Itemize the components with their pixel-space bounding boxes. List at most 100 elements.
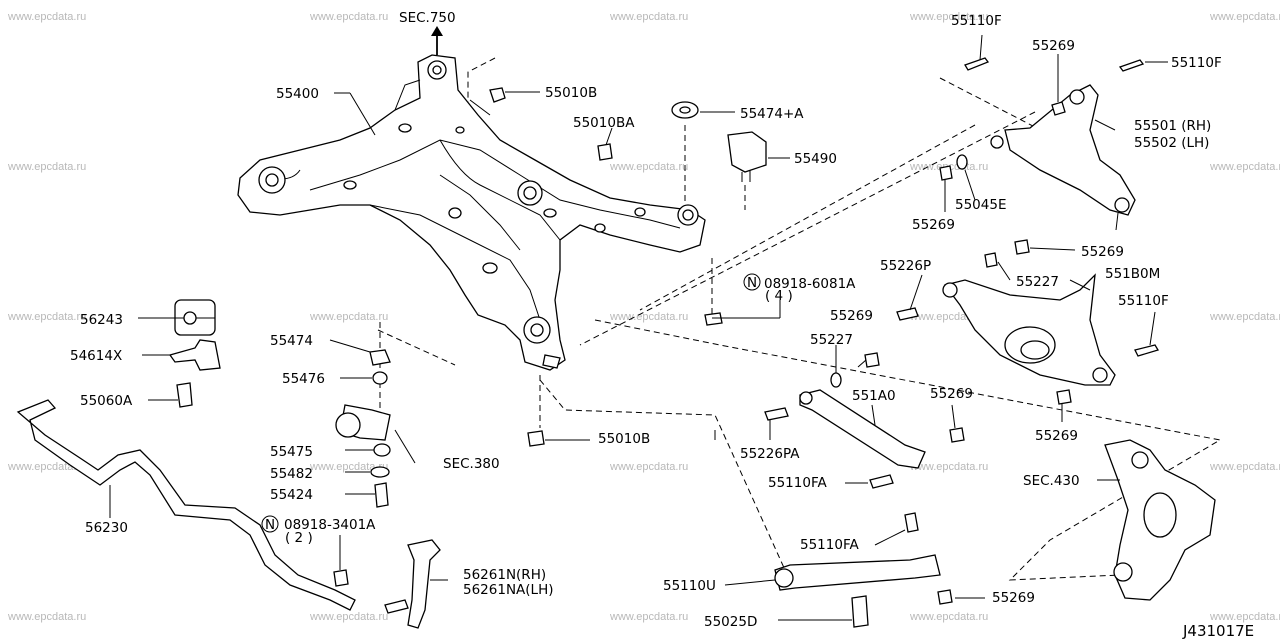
- diagram-code: J431017E: [1182, 622, 1254, 640]
- watermark: www.epcdata.ru: [7, 161, 86, 173]
- label-55010b[interactable]: 55010B: [545, 85, 597, 101]
- label-sec430[interactable]: SEC.430: [1023, 473, 1080, 489]
- label-sec380[interactable]: SEC.380: [443, 456, 500, 472]
- watermark: www.epcdata.ru: [1209, 461, 1280, 473]
- bushing-56243: [174, 299, 216, 336]
- bolt-55110fa: [904, 512, 919, 533]
- label-55269[interactable]: 55269: [912, 217, 955, 233]
- part-labels: SEC.750 55110F 55269 55110F 55400 55010B…: [70, 10, 1254, 640]
- watermark: www.epcdata.ru: [1209, 11, 1280, 23]
- label-55269[interactable]: 55269: [930, 386, 973, 402]
- label-55424[interactable]: 55424: [270, 487, 313, 503]
- label-55269[interactable]: 55269: [1032, 38, 1075, 54]
- nut-08918-6081a: [704, 312, 723, 326]
- label-55010b[interactable]: 55010B: [598, 431, 650, 447]
- label-55226p[interactable]: 55226P: [880, 258, 931, 274]
- bushing-55476: [372, 371, 388, 385]
- label-55269[interactable]: 55269: [1081, 244, 1124, 260]
- label-54614x[interactable]: 54614X: [70, 348, 122, 364]
- label-56261na[interactable]: 56261NA(LH): [463, 582, 554, 598]
- watermark: www.epcdata.ru: [309, 611, 388, 623]
- label-55110fa[interactable]: 55110FA: [800, 537, 859, 553]
- n-symbol-1: N: [743, 273, 761, 291]
- label-55269[interactable]: 55269: [830, 308, 873, 324]
- watermark: www.epcdata.ru: [7, 11, 86, 23]
- fasteners-upper: [489, 87, 767, 326]
- sec750-arrow: [431, 26, 443, 55]
- label-08918-3401a[interactable]: 08918-3401A: [284, 517, 376, 533]
- label-qty-4: ( 4 ): [765, 288, 793, 304]
- label-55474[interactable]: 55474: [270, 333, 313, 349]
- nut-55269: [1014, 239, 1030, 255]
- label-55269[interactable]: 55269: [1035, 428, 1078, 444]
- watermark: www.epcdata.ru: [609, 461, 688, 473]
- watermark: www.epcdata.ru: [7, 611, 86, 623]
- damper-55490: [727, 131, 767, 173]
- label-55476[interactable]: 55476: [282, 371, 325, 387]
- washer-55482: [370, 466, 390, 478]
- watermark: www.epcdata.ru: [309, 11, 388, 23]
- nut-55010b: [489, 87, 506, 103]
- label-sec750[interactable]: SEC.750: [399, 10, 456, 26]
- n-symbol-2: N: [261, 515, 279, 533]
- label-551a0[interactable]: 551A0: [852, 388, 896, 404]
- watermark: www.epcdata.ru: [7, 461, 86, 473]
- nut-55269: [1051, 101, 1066, 116]
- label-55110fa[interactable]: 55110FA: [768, 475, 827, 491]
- nut-55269: [949, 427, 965, 443]
- label-55025d[interactable]: 55025D: [704, 614, 757, 630]
- label-55482[interactable]: 55482: [270, 466, 313, 482]
- watermark: www.epcdata.ru: [1209, 311, 1280, 323]
- leader-lines: [109, 34, 1168, 621]
- label-55110u[interactable]: 55110U: [663, 578, 716, 594]
- label-55010ba[interactable]: 55010BA: [573, 115, 635, 131]
- label-56230[interactable]: 56230: [85, 520, 128, 536]
- upper-arm-55501: [939, 57, 1145, 231]
- label-55110f[interactable]: 55110F: [951, 13, 1002, 29]
- bolt-55110f: [1118, 59, 1145, 72]
- connector-stack: [333, 349, 545, 587]
- watermark: www.epcdata.ru: [609, 11, 688, 23]
- watermark: www.epcdata.ru: [609, 311, 688, 323]
- label-08918-6081a[interactable]: 08918-6081A: [764, 276, 856, 292]
- watermark: www.epcdata.ru: [309, 311, 388, 323]
- nut-55010ba: [597, 143, 613, 161]
- label-55110f[interactable]: 55110F: [1118, 293, 1169, 309]
- nut-55269: [1056, 389, 1072, 405]
- nut-08918-3401a: [333, 569, 349, 587]
- link-55110u: [774, 512, 953, 628]
- label-55475[interactable]: 55475: [270, 444, 313, 460]
- nut-55474: [369, 349, 391, 366]
- label-55269[interactable]: 55269: [992, 590, 1035, 606]
- watermark: www.epcdata.ru: [909, 611, 988, 623]
- label-55045e[interactable]: 55045E: [955, 197, 1006, 213]
- label-55400[interactable]: 55400: [276, 86, 319, 102]
- label-55490[interactable]: 55490: [794, 151, 837, 167]
- knuckle-sec430: [1104, 439, 1216, 601]
- bolt-55110f: [1134, 344, 1159, 357]
- watermark: www.epcdata.ru: [609, 161, 688, 173]
- bolt-55110fa: [869, 474, 894, 489]
- label-55226pa[interactable]: 55226PA: [740, 446, 800, 462]
- label-55227[interactable]: 55227: [810, 332, 853, 348]
- bushing-55475: [373, 443, 391, 457]
- label-55227[interactable]: 55227: [1016, 274, 1059, 290]
- bolt-55226p: [896, 307, 919, 321]
- bolt-55226pa: [764, 407, 789, 421]
- label-56243[interactable]: 56243: [80, 312, 123, 328]
- bolt-55025d: [851, 595, 869, 628]
- washer-55227: [830, 372, 842, 388]
- watermark: www.epcdata.ru: [909, 11, 988, 23]
- label-55502[interactable]: 55502 (LH): [1134, 135, 1209, 151]
- label-55474a[interactable]: 55474+A: [740, 106, 804, 122]
- label-55110f[interactable]: 55110F: [1171, 55, 1222, 71]
- nut-55010b: [527, 430, 545, 447]
- label-551b0m[interactable]: 551B0M: [1105, 266, 1160, 282]
- label-56261n[interactable]: 56261N(RH): [463, 567, 546, 583]
- watermark: www.epcdata.ru: [609, 611, 688, 623]
- label-55060a[interactable]: 55060A: [80, 393, 133, 409]
- watermark: www.epcdata.ru: [7, 311, 86, 323]
- label-55501[interactable]: 55501 (RH): [1134, 118, 1211, 134]
